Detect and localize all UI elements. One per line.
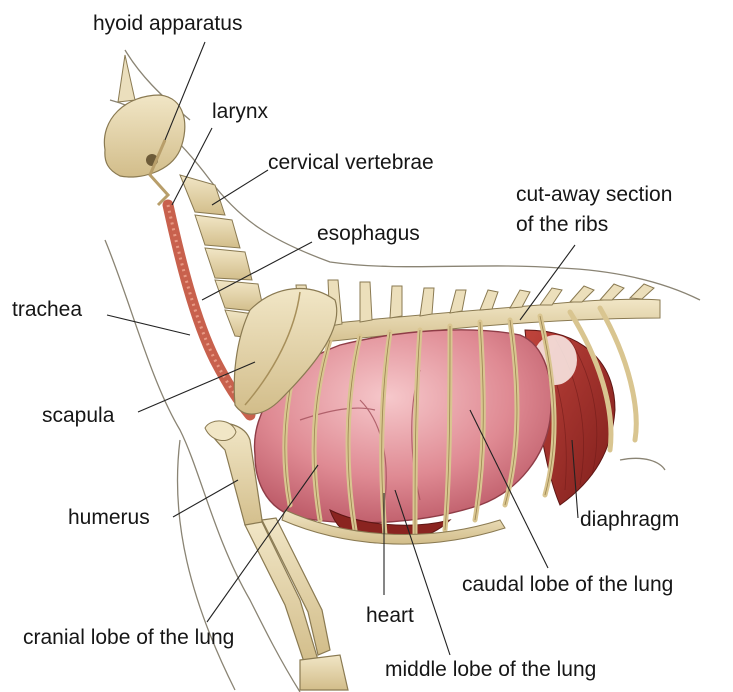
label-esophagus: esophagus <box>317 222 420 246</box>
label-cutaway-line1: cut-away section <box>516 182 672 208</box>
label-heart: heart <box>366 604 414 628</box>
label-larynx: larynx <box>212 100 268 124</box>
label-humerus: humerus <box>68 506 150 530</box>
label-hyoid-apparatus: hyoid apparatus <box>93 12 242 36</box>
label-cervical-vertebrae: cervical vertebrae <box>268 151 434 175</box>
label-scapula: scapula <box>42 404 114 428</box>
label-cutaway-line2: of the ribs <box>516 212 608 238</box>
label-caudal-lobe: caudal lobe of the lung <box>462 573 673 597</box>
label-cranial-lobe: cranial lobe of the lung <box>23 626 234 650</box>
label-middle-lobe: middle lobe of the lung <box>385 658 596 682</box>
label-diaphragm: diaphragm <box>580 508 679 532</box>
skull <box>104 55 184 177</box>
label-trachea: trachea <box>12 298 82 322</box>
